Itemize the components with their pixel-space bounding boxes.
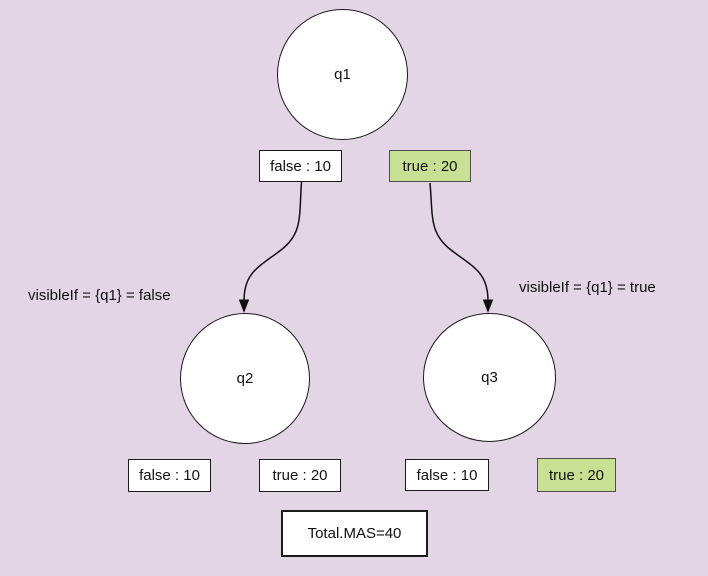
value-box-q2-false: false : 10: [128, 459, 211, 492]
node-q3-label: q3: [481, 369, 498, 386]
node-q2-label: q2: [236, 370, 254, 387]
condition-label-q3: visibleIf = {q1} = true: [519, 279, 656, 296]
arrowhead-to-q3: [482, 299, 494, 313]
value-box-q1-true-highlighted: true : 20: [389, 150, 471, 182]
value-box-q2-false-label: false : 10: [139, 467, 200, 484]
value-box-q3-true-highlighted: true : 20: [537, 458, 616, 492]
node-q1: q1: [277, 9, 408, 140]
value-box-q1-true-label: true : 20: [402, 157, 458, 175]
value-box-q3-true-label: true : 20: [548, 466, 605, 484]
value-box-q3-false: false : 10: [405, 459, 489, 491]
value-box-q3-false-label: false : 10: [416, 466, 478, 484]
value-box-q2-true-label: true : 20: [272, 467, 328, 484]
total-box: Total.MAS=40: [281, 510, 428, 557]
node-q3: q3: [423, 313, 556, 442]
edge-q1-false-to-q2: [238, 181, 303, 313]
value-box-q1-false-label: false : 10: [270, 157, 331, 175]
node-q1-label: q1: [334, 66, 351, 83]
value-box-q1-false: false : 10: [259, 150, 342, 182]
total-label: Total.MAS=40: [307, 525, 402, 542]
arrowhead-to-q2: [238, 299, 250, 313]
edge-q1-true-to-q3: [429, 182, 494, 313]
node-q2: q2: [180, 313, 310, 444]
condition-label-q2: visibleIf = {q1} = false: [28, 287, 171, 304]
value-box-q2-true: true : 20: [259, 459, 341, 492]
